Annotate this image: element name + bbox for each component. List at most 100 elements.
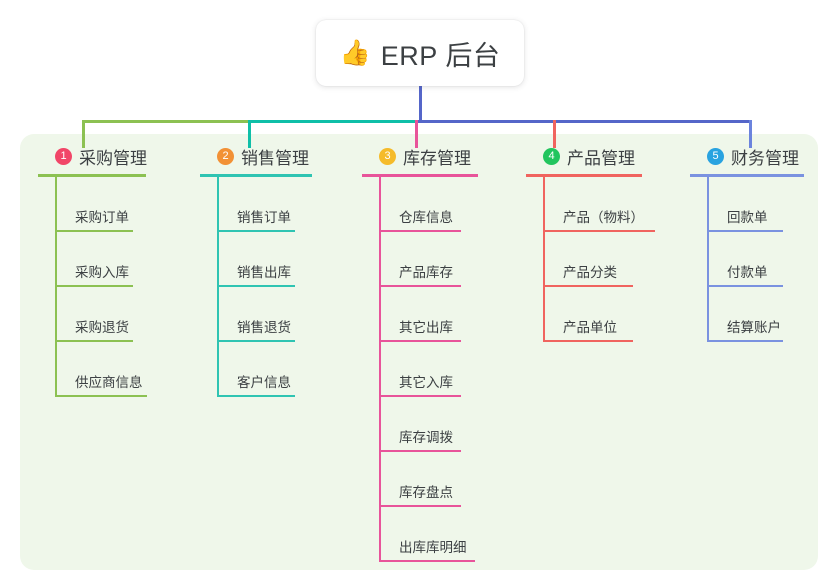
root-node-title: ERP 后台 (380, 40, 501, 71)
submenu-item-label: 产品库存 (399, 265, 453, 280)
submenu-item[interactable]: 采购入库 (38, 232, 188, 287)
module-underline-4 (526, 174, 642, 177)
submenu-item[interactable]: 采购退货 (38, 287, 188, 342)
module-column-1: 1 采购管理采购订单采购入库采购退货供应商信息 (38, 143, 188, 397)
module-title-2: 销售管理 (241, 148, 309, 168)
submenu-item-underline (55, 230, 133, 232)
submenu-item[interactable]: 产品单位 (526, 287, 686, 342)
submenu-item[interactable]: 仓库信息 (362, 177, 522, 232)
root-trunk-connector (419, 86, 422, 123)
module-header-1[interactable]: 1 采购管理 (38, 143, 188, 169)
submenu-item[interactable]: 其它出库 (362, 287, 522, 342)
module-underline-5 (690, 174, 804, 177)
submenu-item-underline (217, 285, 295, 287)
submenu-item-underline (379, 560, 475, 562)
submenu-item-underline (379, 230, 461, 232)
submenu-item-label: 采购退货 (75, 320, 129, 335)
bus-segment-blue (415, 120, 751, 123)
submenu-spine-5 (707, 177, 709, 342)
submenu-item-label: 回款单 (727, 210, 768, 225)
submenu-item-underline (379, 450, 461, 452)
submenu-item[interactable]: 库存盘点 (362, 452, 522, 507)
submenu-item[interactable]: 产品库存 (362, 232, 522, 287)
submenu-item-underline (217, 395, 295, 397)
thumbs-up-icon: 👍 (339, 38, 371, 67)
submenu-item-underline (707, 230, 783, 232)
module-number-badge-2: 2 (217, 147, 234, 165)
submenu-item[interactable]: 库存调拨 (362, 397, 522, 452)
submenu-item[interactable]: 回款单 (690, 177, 820, 232)
submenu-item-label: 销售订单 (237, 210, 291, 225)
submenu-item-label: 销售出库 (237, 265, 291, 280)
submenu-item-underline (55, 340, 133, 342)
module-underline-1 (38, 174, 146, 177)
submenu-item-label: 其它出库 (399, 320, 453, 335)
submenu-item-label: 产品单位 (563, 320, 617, 335)
submenu-item[interactable]: 其它入库 (362, 342, 522, 397)
module-title-5: 财务管理 (731, 148, 799, 168)
module-title-1: 采购管理 (79, 148, 147, 168)
submenu-item[interactable]: 销售订单 (200, 177, 350, 232)
submenu-item[interactable]: 采购订单 (38, 177, 188, 232)
submenu-item[interactable]: 结算账户 (690, 287, 820, 342)
module-number-badge-3: 3 (379, 147, 396, 165)
submenu-item-underline (379, 505, 461, 507)
submenu-list-5: 回款单付款单结算账户 (690, 177, 820, 342)
submenu-item-underline (379, 285, 461, 287)
submenu-item-label: 仓库信息 (399, 210, 453, 225)
root-node-card[interactable]: 👍 ERP 后台 (316, 20, 524, 86)
submenu-spine-2 (217, 177, 219, 397)
submenu-spine-4 (543, 177, 545, 342)
bus-segment-teal (248, 120, 415, 123)
submenu-item-label: 付款单 (727, 265, 768, 280)
submenu-item-underline (543, 340, 633, 342)
module-header-4[interactable]: 4 产品管理 (526, 143, 686, 169)
submenu-item[interactable]: 付款单 (690, 232, 820, 287)
submenu-item[interactable]: 供应商信息 (38, 342, 188, 397)
submenu-item-label: 库存盘点 (399, 485, 453, 500)
submenu-item-underline (379, 340, 461, 342)
submenu-item-underline (379, 395, 461, 397)
submenu-item-underline (217, 230, 295, 232)
module-number-badge-4: 4 (543, 147, 560, 165)
submenu-item-label: 供应商信息 (75, 375, 143, 390)
column-drop-connector-5 (749, 120, 752, 148)
module-title-4: 产品管理 (567, 148, 635, 168)
column-drop-connector-1 (82, 120, 85, 148)
modules-panel (20, 134, 818, 570)
submenu-spine-1 (55, 177, 57, 397)
module-header-2[interactable]: 2 销售管理 (200, 143, 350, 169)
submenu-item[interactable]: 销售退货 (200, 287, 350, 342)
column-drop-connector-2 (248, 120, 251, 148)
submenu-item-underline (707, 285, 783, 287)
submenu-item-label: 出库库明细 (399, 540, 467, 555)
submenu-item[interactable]: 客户信息 (200, 342, 350, 397)
submenu-list-3: 仓库信息产品库存其它出库其它入库库存调拨库存盘点出库库明细 (362, 177, 522, 562)
submenu-item-label: 库存调拨 (399, 430, 453, 445)
module-column-4: 4 产品管理产品（物料） 产品分类产品单位 (526, 143, 686, 342)
submenu-item-label: 产品分类 (563, 265, 617, 280)
submenu-item-label: 采购入库 (75, 265, 129, 280)
submenu-item[interactable]: 产品分类 (526, 232, 686, 287)
submenu-item-underline (55, 285, 133, 287)
submenu-item-underline (217, 340, 295, 342)
module-column-2: 2 销售管理销售订单销售出库销售退货客户信息 (200, 143, 350, 397)
submenu-spine-3 (379, 177, 381, 562)
submenu-item-label: 客户信息 (237, 375, 291, 390)
bus-segment-green (82, 120, 248, 123)
submenu-item[interactable]: 销售出库 (200, 232, 350, 287)
column-drop-connector-4 (553, 120, 556, 148)
submenu-item[interactable]: 出库库明细 (362, 507, 522, 562)
submenu-item[interactable]: 产品（物料） (526, 177, 686, 232)
module-number-badge-1: 1 (55, 147, 72, 165)
submenu-item-label: 结算账户 (727, 320, 781, 335)
submenu-item-label: 采购订单 (75, 210, 129, 225)
submenu-item-label: 其它入库 (399, 375, 453, 390)
submenu-item-underline (707, 340, 783, 342)
column-drop-connector-3 (415, 120, 418, 148)
